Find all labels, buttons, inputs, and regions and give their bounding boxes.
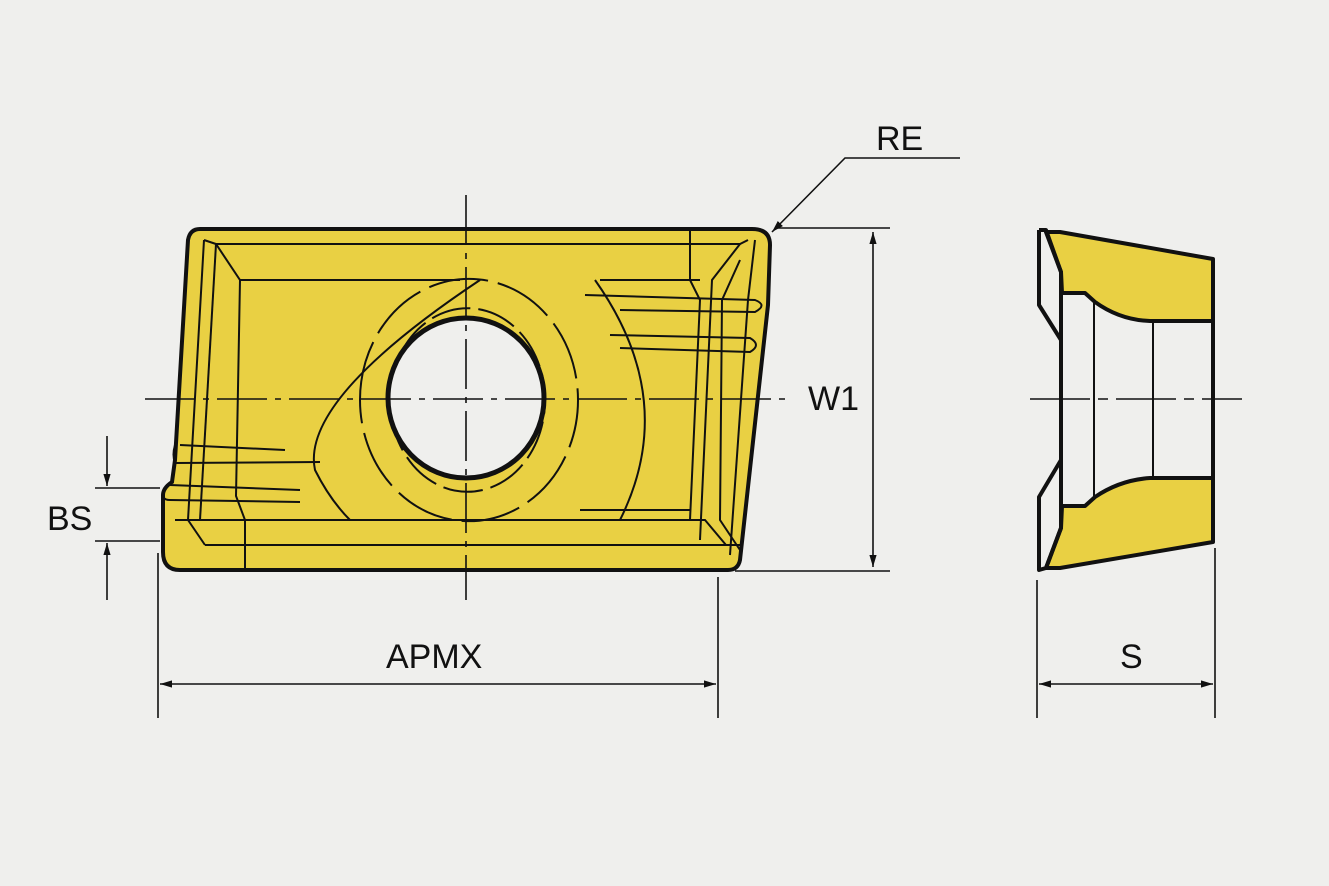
dimension-lines (95, 157, 1216, 718)
re-label: RE (876, 120, 923, 158)
center-lines (145, 195, 1242, 600)
apmx-label: APMX (386, 638, 482, 676)
s-label: S (1120, 638, 1143, 676)
insert-side-view (1037, 228, 1215, 572)
w1-label: W1 (808, 380, 859, 418)
bs-label: BS (47, 500, 92, 538)
